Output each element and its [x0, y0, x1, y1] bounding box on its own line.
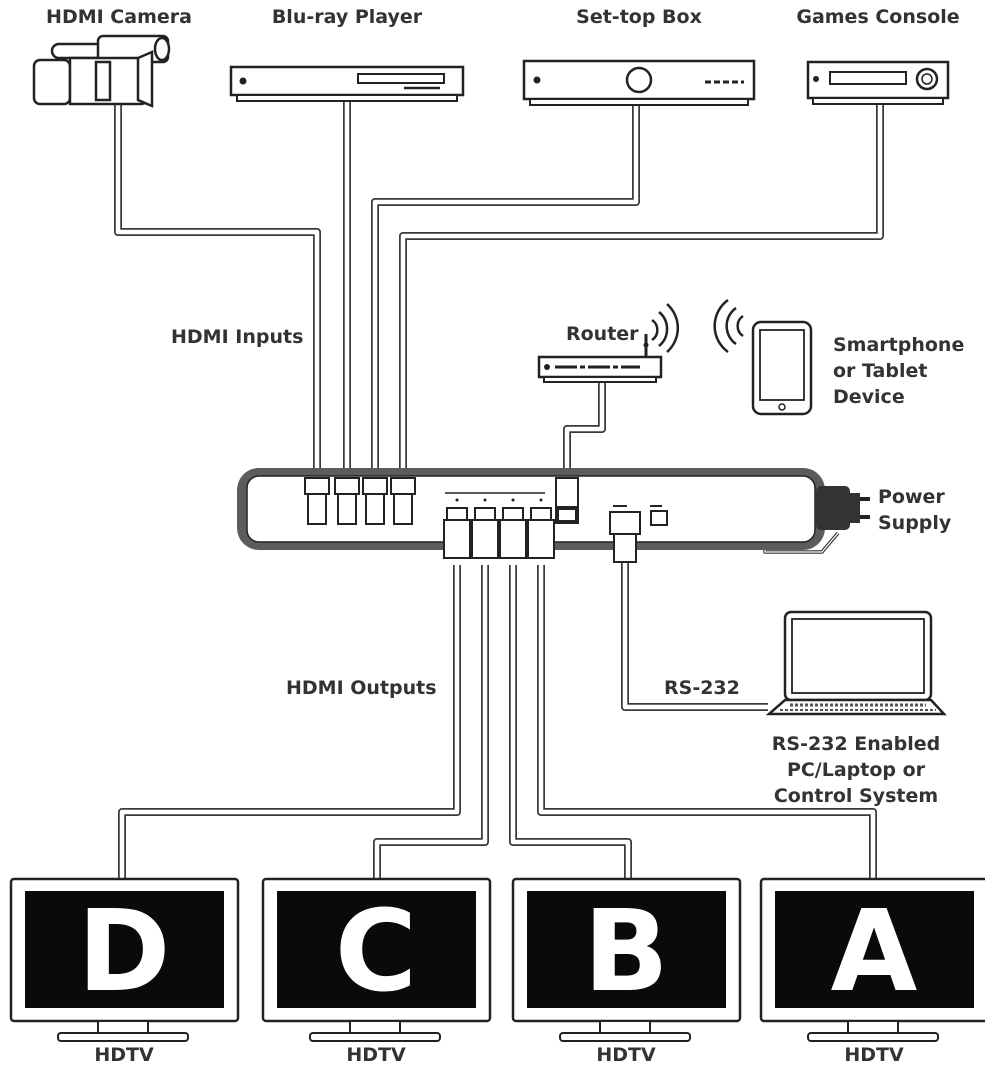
cable-output-to-tv-b [509, 565, 632, 880]
cable-router-to-lan [563, 382, 606, 482]
settop-label: Set-top Box [576, 6, 702, 28]
cables [114, 102, 884, 880]
tv-c-letter: C [335, 887, 417, 1017]
cable-games-to-input [399, 102, 884, 478]
games-label: Games Console [796, 6, 960, 28]
camera-label: HDMI Camera [46, 6, 192, 28]
tv-b-letter: B [583, 887, 668, 1017]
tv-d-letter: D [78, 887, 171, 1017]
cable-output-to-tv-d [118, 565, 461, 880]
laptop-icon [765, 610, 947, 716]
cable-camera-to-input [114, 105, 321, 478]
tablet-icon [713, 298, 813, 416]
cable-settop-to-input [371, 104, 640, 478]
hdtv-icon [9, 877, 985, 1042]
games-console-icon [806, 60, 950, 105]
rs232-label: RS-232 [664, 677, 740, 699]
router-label: Router [566, 323, 639, 345]
router-icon [537, 303, 680, 383]
set-top-box-icon [522, 59, 756, 106]
video-camera-icon [32, 34, 171, 108]
power-supply-label: Power Supply [878, 486, 952, 534]
power-adapter-icon [816, 486, 870, 530]
tv-b-label: HDTV [596, 1044, 656, 1066]
tv-a-letter: A [831, 887, 918, 1017]
tv-a-label: HDTV [844, 1044, 904, 1066]
hdmi-outputs-label: HDMI Outputs [286, 677, 437, 699]
tv-d-label: HDTV [94, 1044, 154, 1066]
pc-label: RS-232 Enabled PC/Laptop or Control Syst… [771, 733, 941, 807]
hdmi-inputs-label: HDMI Inputs [171, 326, 304, 348]
cable-output-to-tv-c [373, 565, 489, 880]
smartphone-label: Smartphone or Tablet Device [833, 334, 965, 408]
blu-ray-player-icon [229, 65, 465, 102]
bluray-label: Blu-ray Player [271, 6, 423, 28]
tv-c-label: HDTV [346, 1044, 406, 1066]
matrix-switcher-unit [237, 468, 825, 563]
